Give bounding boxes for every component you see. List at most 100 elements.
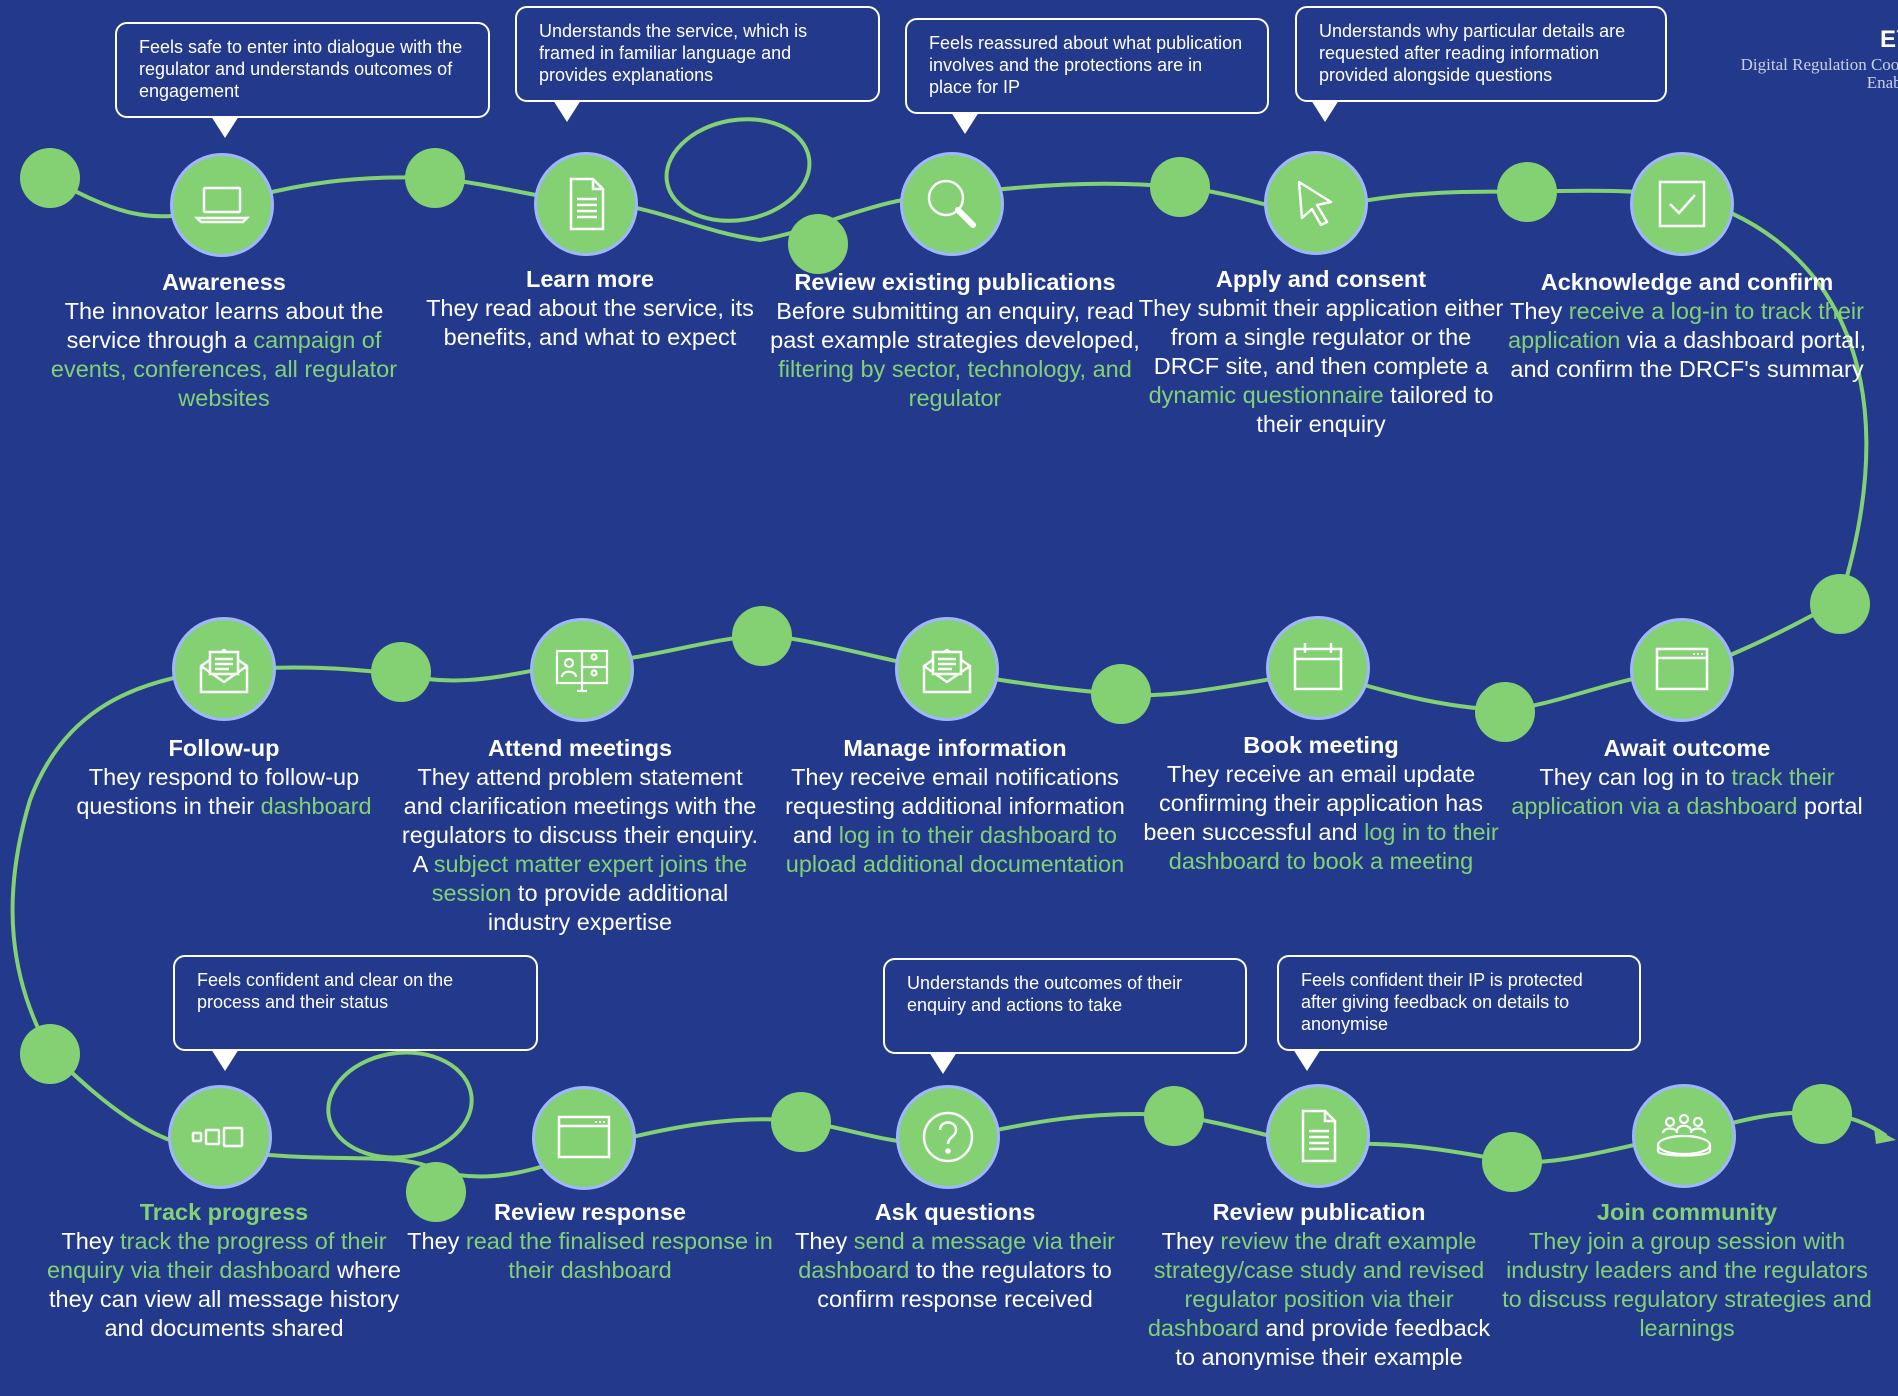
stage-title: Learn more [526, 266, 654, 292]
stage-title: Review publication [1212, 1199, 1426, 1225]
path-dot [788, 214, 848, 274]
highlighted-text: review the draft example strategy/case s… [1147, 1228, 1485, 1341]
feeling-text: Understands the outcomes of their enquir… [907, 973, 1183, 1015]
stage-description: They receive email notifications request… [785, 764, 1125, 877]
stage-title: Acknowledge and confirm [1540, 269, 1834, 295]
description-text: They respond to follow-up questions in t… [76, 764, 360, 819]
document-icon [1301, 1109, 1337, 1163]
browser-window-icon [1655, 647, 1709, 691]
description-text: They receive an email update confirming … [1143, 761, 1483, 845]
description-text: They [1161, 1228, 1221, 1254]
path-dot [771, 1092, 831, 1152]
path-dot [1144, 1086, 1204, 1146]
feeling-bubble: Feels safe to enter into dialogue with t… [115, 22, 490, 138]
highlighted-text: receive a log-in to track their applicat… [1508, 298, 1864, 353]
browser-window-icon [557, 1115, 611, 1159]
stage-icon-circle [1266, 1084, 1370, 1188]
bubble-tail [929, 1052, 957, 1074]
description-text: They attend problem statement and clarif… [401, 764, 759, 877]
stage-icon-circle [1264, 151, 1368, 255]
stage-description: They receive a log-in to track their app… [1508, 298, 1866, 382]
description-text: They [407, 1228, 466, 1254]
org-name-line2: Enabling I [1866, 73, 1898, 92]
path-dot [1475, 682, 1535, 742]
stage-title: Manage information [843, 735, 1067, 761]
stage-icon-circle [900, 152, 1004, 256]
bubble-tail [553, 100, 581, 122]
path-dot [20, 148, 80, 208]
progress-squares-icon [191, 1126, 244, 1148]
stage-description: They respond to follow-up questions in t… [76, 764, 371, 819]
description-text: to the regulators to confirm response re… [817, 1257, 1112, 1312]
feeling-bubble: Feels confident and clear on the process… [173, 955, 538, 1071]
path-dot [1482, 1132, 1542, 1192]
feeling-text: Understands the service, which is framed… [539, 21, 808, 85]
path-dot [1091, 664, 1151, 724]
path-dot [371, 642, 431, 702]
stage-icon-circle [1266, 616, 1370, 720]
description-text: They [1510, 298, 1569, 324]
feeling-bubble: Feels reassured about what publication i… [905, 18, 1269, 134]
stage-icon-circle [534, 152, 638, 256]
feeling-text: Understands why particular details are r… [1319, 21, 1626, 85]
stage-icon-circle [1632, 1084, 1736, 1188]
stage-description: They read the finalised response in thei… [407, 1228, 773, 1283]
stage-icon-circle [1630, 618, 1734, 722]
laptop-icon [193, 186, 251, 224]
stage-icon-circle [172, 617, 276, 721]
cursor-icon [1297, 180, 1333, 227]
envelope-icon [199, 648, 249, 694]
bubble-tail [1311, 100, 1339, 122]
feeling-text: Feels confident and clear on the process… [197, 970, 454, 1012]
document-icon [569, 177, 605, 231]
stage-description: They send a message via their dashboard … [795, 1228, 1115, 1312]
stage-title: Awareness [162, 269, 286, 295]
stage-description: They join a group session with industry … [1502, 1228, 1872, 1341]
path-dot [1497, 162, 1557, 222]
description-text: They [794, 1228, 854, 1254]
feeling-bubble: Understands the service, which is framed… [515, 6, 880, 122]
description-text: They submit their application either fro… [1138, 295, 1504, 379]
stage-title: Ask questions [874, 1199, 1036, 1225]
highlighted-text: filtering by sector, technology, and reg… [778, 356, 1132, 411]
description-text: They [61, 1228, 121, 1254]
feeling-text: Feels safe to enter into dialogue with t… [139, 37, 463, 101]
stage-icon-circle [170, 153, 274, 257]
feeling-bubble: Feels confident their IP is protected af… [1277, 955, 1641, 1071]
highlighted-text: campaign of events, conferences, all reg… [50, 327, 398, 411]
feeling-bubble: Understands the outcomes of their enquir… [883, 958, 1247, 1074]
group-table-icon [1656, 1113, 1712, 1157]
stage-description: They review the draft example strategy/c… [1148, 1228, 1490, 1370]
stage-title: Follow-up [168, 735, 280, 761]
bubble-tail [211, 1049, 239, 1071]
feeling-text: Feels reassured about what publication i… [929, 33, 1243, 97]
stage-description: They read about the service, its benefit… [426, 295, 754, 350]
stage-icon-circle [532, 1086, 636, 1190]
description-text: via a dashboard portal, and confirm the … [1510, 327, 1866, 382]
path-dot [1150, 157, 1210, 217]
stage-title: Review response [493, 1199, 686, 1225]
stage-description: They track the progress of their enquiry… [47, 1228, 401, 1341]
path-dot [1792, 1084, 1852, 1144]
stage-icon-circle [1630, 152, 1734, 256]
description-text: where they can view all message history … [48, 1257, 402, 1341]
stage-icon-circle [895, 617, 999, 721]
stage-title: Attend meetings [487, 735, 673, 761]
highlighted-text: dynamic questionnaire [1148, 382, 1384, 408]
bubble-tail [211, 116, 239, 138]
description-text: to provide additional industry expertise [487, 880, 729, 935]
feeling-text: Feels confident their IP is protected af… [1301, 970, 1583, 1034]
stage-title: Apply and consent [1215, 266, 1427, 292]
highlighted-text: log in to their dashboard to upload addi… [785, 822, 1125, 877]
calendar-icon [1293, 643, 1343, 691]
description-text: The innovator learns about the service t… [64, 298, 384, 353]
ey-logo: EY [1880, 26, 1898, 53]
